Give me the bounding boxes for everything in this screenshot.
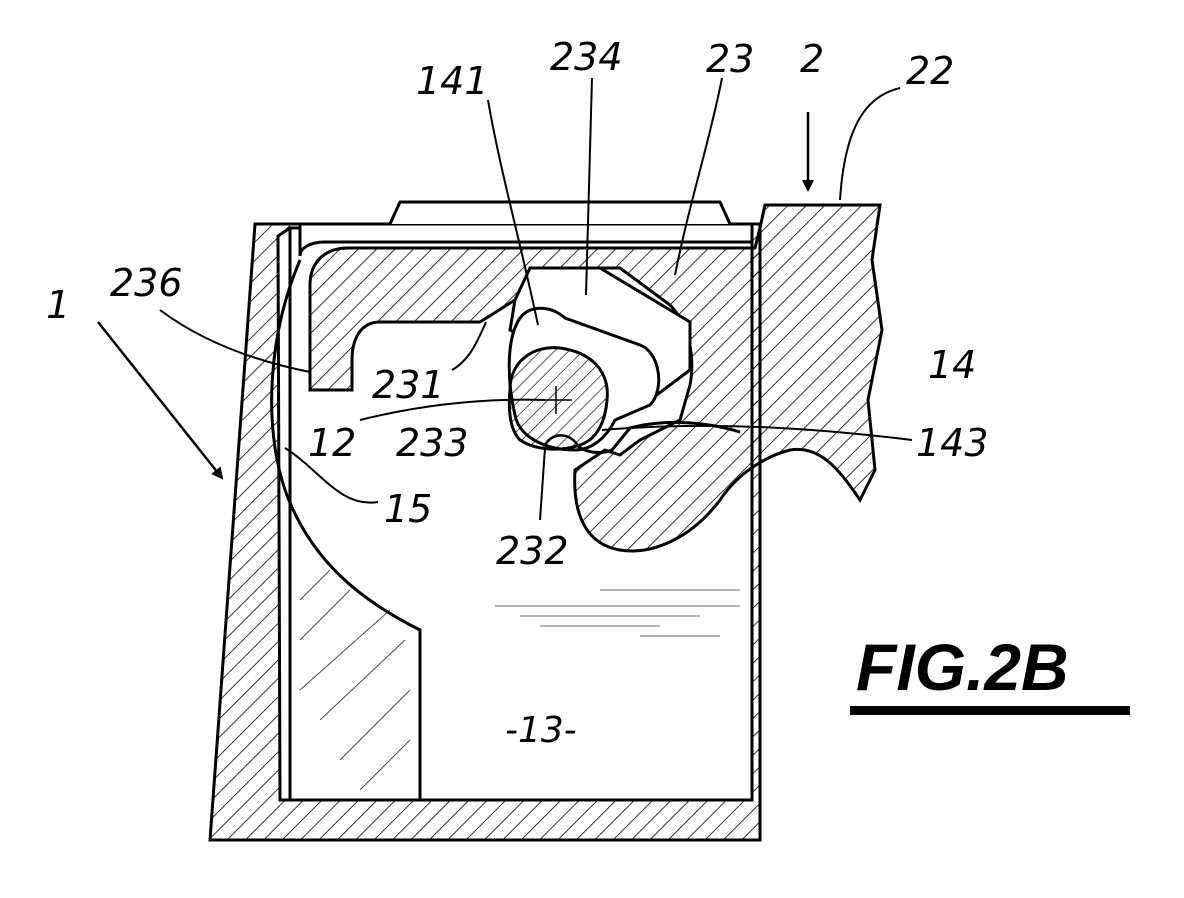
label-232: 232: [496, 529, 569, 573]
top-cap: [390, 202, 730, 224]
figure-label-underline: [850, 706, 1130, 715]
label-234: 234: [550, 35, 623, 79]
label-233: 233: [396, 421, 469, 465]
label-23: 23: [706, 37, 754, 81]
label-231: 231: [372, 363, 445, 407]
label-15: 15: [384, 487, 432, 531]
leader-231: [452, 322, 486, 370]
label-14: 14: [928, 343, 976, 387]
arrow-1: [98, 322, 222, 478]
cavity-shading: [300, 570, 410, 790]
leader-23: [675, 78, 722, 275]
label-13: -13-: [505, 710, 577, 751]
label-143: 143: [916, 421, 989, 465]
leader-22: [840, 88, 900, 200]
label-2: 2: [800, 37, 824, 81]
cavity-horizontal-shading: [495, 590, 740, 636]
label-1: 1: [46, 283, 70, 327]
leader-232: [540, 448, 545, 520]
pin-12: [509, 348, 607, 450]
label-12: 12: [308, 421, 356, 465]
leader-236: [160, 310, 310, 372]
label-141: 141: [416, 59, 489, 103]
label-236: 236: [110, 261, 183, 305]
figure-label: FIG.2B: [856, 630, 1069, 704]
label-22: 22: [906, 49, 954, 93]
